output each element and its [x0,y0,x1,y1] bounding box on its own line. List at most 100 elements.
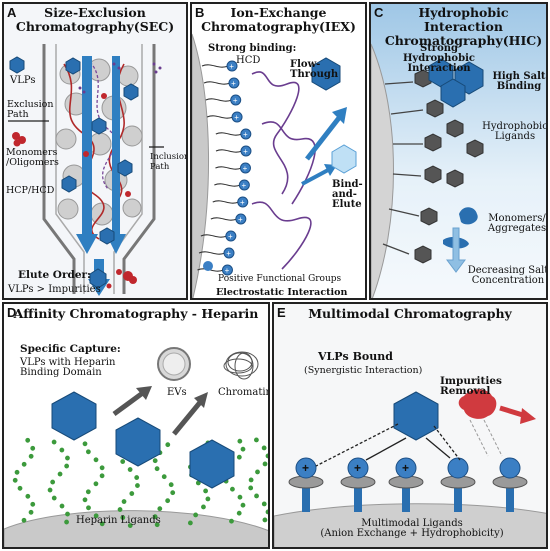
ligand-stem [302,472,310,512]
anion-exchange-bead [395,457,417,479]
decreasing-salt-line: Decreasing Salt [467,265,548,276]
heparin-bead [21,517,27,523]
hydrophobic-ligands-line: Ligands [494,131,536,142]
hic-illustration [371,43,484,298]
heparin-bead [265,453,268,459]
affinity-illustration [4,347,268,547]
heparin-bead [64,519,69,525]
heparin-bead [51,495,57,501]
label-vlps-bound: VLPs Bound [318,350,393,363]
heparin-bead [14,469,20,475]
heparin-bead [237,494,243,500]
label-high-salt: High Salt Binding [491,72,546,92]
plus-icon: + [240,198,245,207]
hic-hydrophobic-ligands [414,69,484,264]
heparin-bead [120,515,126,520]
label-bind-elute: Bind-and- Elute [332,180,365,210]
panel-letter: D [7,305,17,320]
heparin-bead [254,493,259,499]
label-strong-binding: Strong binding: [208,43,297,54]
impurity-dashes [469,419,503,457]
ligand-chain [210,217,238,221]
heparin-bead [237,438,243,444]
plus-icon: + [402,461,409,475]
heparin-bead [152,458,158,464]
title-line: Chromatography(HIC) [384,33,543,48]
label-synergistic: (Synergistic Interaction) [304,365,423,376]
label-elute-detail: VLPs > Impurities [8,284,101,295]
label-multimodal-ligands: Multimodal Ligands (Anion Exchange + Hyd… [274,518,546,539]
label-flow-through: Flow-Through [290,59,339,80]
plus-icon: + [234,113,239,122]
ligand-stem [354,472,362,512]
ligand-stem [454,472,462,512]
heparin-bead [254,437,259,443]
heparin-bead [86,505,91,511]
impurity-icon [458,389,497,419]
plus-icon: + [233,96,238,105]
title-line: Ion-Exchange [230,5,327,20]
ligand-chain [214,183,241,187]
ligand-chain [200,234,228,238]
vlps-heparin-line: VLPs with Heparin [20,357,116,368]
ligand-stem [506,472,514,512]
heparin-bead [59,503,65,509]
heparin-bead [47,487,53,493]
heparin-bead [59,447,65,453]
positive-charge-bead [240,145,252,157]
label-strong-hydrophobic: Strong Hydrophobic Interaction [389,44,489,74]
heparin-bead [261,445,267,451]
label-elute-order: Elute Order: [18,269,91,281]
panel-letter: A [7,5,17,20]
multimodal-illustration: +++ [274,389,546,547]
heparin-bead [50,479,56,485]
plus-icon: + [226,249,231,258]
label-inclusion-path: Inclusion Path [150,152,188,172]
label-positive-groups: Positive Functional Groups [218,274,342,284]
label-monomers-aggregates: Monomers/ Aggregates [487,213,546,234]
heparin-bead [240,446,246,452]
monomers-line: Monomers/ [488,213,546,224]
heparin-bead [152,514,158,520]
hydrophobic-ligands-line: Hydrophobic [482,121,548,132]
heparin-bead [127,467,133,472]
heparin-bead [99,473,105,479]
heparin-bead [93,481,99,487]
high-salt-line: Binding [496,81,542,92]
positive-charge-bead [237,196,249,208]
heparin-bead [262,461,268,467]
heparin-bead [230,486,235,492]
bind-elute-line: Elute [332,199,362,210]
plus-icon: + [243,147,248,156]
heparin-bead [25,437,31,443]
heparin-bead [12,477,18,483]
ligands-line: Multimodal Ligands [361,518,463,529]
plus-icon: + [228,232,233,241]
ligands-line: (Anion Exchange + Hydrophobicity) [320,528,504,539]
ligand-chain [203,81,231,85]
positive-charge-bead [221,264,233,276]
heparin-bead [205,496,211,502]
plus-icon: + [225,266,230,275]
panel-letter: C [374,5,384,20]
heparin-bead [127,523,133,528]
positive-charge-bead [240,128,252,140]
heparin-bead [265,509,268,515]
ligand-chain [212,200,239,204]
iex-ligand-chains: +++++++++++++ [197,60,252,276]
panel-multimodal: +++ E Multimodal Chromatography VLPs Bou… [272,302,548,549]
plus-icon: + [302,461,309,475]
sec-impurities [83,93,131,289]
label-heparin-ligands: Heparin Ligands [76,515,161,526]
heparin-bead [165,498,171,504]
heparin-bead [93,513,99,519]
heparin-bead [157,506,163,512]
strong-hydrophobic-line: Strong Hydrophobic [402,43,475,64]
ligand-chain [215,166,242,170]
panel-letter: B [195,5,205,20]
elute-impurity-icon [123,271,137,284]
legend-vlp-icon [9,56,25,74]
hic-ligand-sticks [382,81,424,255]
label-impurities-removal: Impurities Removal [440,375,502,397]
positive-charge-bead [225,230,237,242]
